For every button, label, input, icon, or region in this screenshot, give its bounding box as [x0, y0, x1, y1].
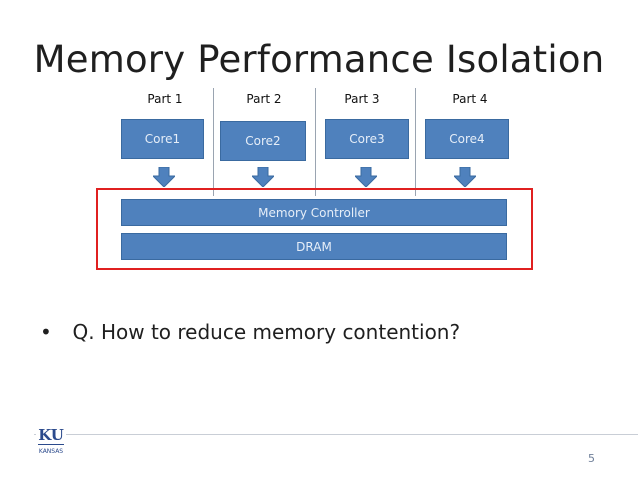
core-box-1: Core1: [121, 119, 204, 159]
bullet-symbol: •: [40, 320, 52, 344]
partition-label-1: Part 1: [147, 92, 183, 106]
bullet-text: Q. How to reduce memory contention?: [72, 320, 461, 344]
core-label-2: Core2: [245, 134, 281, 148]
down-arrow-icon: [252, 167, 274, 187]
partition-divider-1: [213, 88, 214, 196]
partition-label-2: Part 2: [246, 92, 282, 106]
memory-controller-label: Memory Controller: [258, 205, 370, 220]
memory-controller-box: Memory Controller: [121, 199, 507, 226]
down-arrow-icon: [355, 167, 377, 187]
partition-divider-3: [415, 88, 416, 196]
partition-label-3: Part 3: [344, 92, 380, 106]
partition-label-4: Part 4: [452, 92, 488, 106]
core-box-3: Core3: [325, 119, 409, 159]
core-label-1: Core1: [144, 132, 181, 146]
ku-jayhawk-logo-icon: KU KANSAS: [36, 420, 66, 460]
down-arrow-icon: [153, 167, 175, 187]
page-number: 5: [588, 452, 595, 465]
footer-divider: [34, 434, 638, 435]
dram-box: DRAM: [121, 233, 507, 260]
down-arrow-icon: [454, 167, 476, 187]
core-box-2: Core2: [220, 121, 306, 161]
dram-label: DRAM: [296, 239, 332, 254]
core-box-4: Core4: [425, 119, 509, 159]
core-label-3: Core3: [349, 132, 385, 146]
core-label-4: Core4: [449, 132, 485, 146]
svg-text:KANSAS: KANSAS: [39, 448, 63, 455]
partition-divider-2: [315, 88, 316, 196]
shared-resource-highlight: [96, 188, 533, 270]
bullet-point: • Q. How to reduce memory contention?: [40, 320, 460, 344]
svg-text:KU: KU: [38, 426, 64, 444]
slide-title: Memory Performance Isolation: [33, 38, 605, 81]
